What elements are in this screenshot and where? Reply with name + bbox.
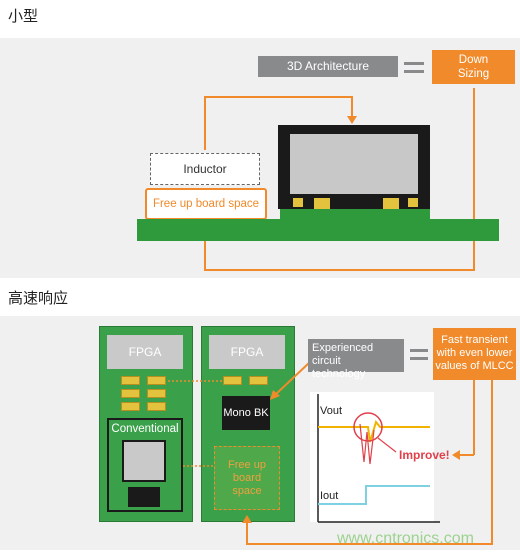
fpga-left: FPGA xyxy=(107,335,183,369)
improve-label: Improve! xyxy=(399,448,450,462)
pcb-strip xyxy=(280,209,430,219)
mono-bk-chip: Mono BK xyxy=(222,396,270,430)
conventional-inductor xyxy=(122,440,166,482)
watermark: www.cntronics.com xyxy=(337,530,474,547)
mlcc-capacitor xyxy=(249,376,268,385)
pcb-board xyxy=(137,219,499,241)
chip-pad xyxy=(408,198,418,207)
waveform-plot xyxy=(317,394,440,523)
experienced-circuit-label: Experienced circuit technology xyxy=(308,339,404,380)
vout-label: Vout xyxy=(320,405,343,417)
down-sizing-label: Down Sizing xyxy=(432,50,515,84)
mlcc-capacitor xyxy=(121,376,140,385)
mlcc-capacitor xyxy=(147,389,166,398)
iout-label: Iout xyxy=(320,490,339,502)
section-title-fast-response: 高速响应 xyxy=(8,289,69,307)
conventional-label: Conventional xyxy=(111,423,179,435)
fast-transient-label: Fast transient with even lower values of… xyxy=(433,328,516,380)
mlcc-capacitor xyxy=(147,402,166,411)
3d-architecture-label: 3D Architecture xyxy=(258,56,398,77)
free-board-space-area: Free up board space xyxy=(214,446,280,510)
conventional-ic xyxy=(128,487,160,507)
chip-pad xyxy=(293,198,303,207)
conventional-outline xyxy=(107,418,183,512)
inductor-box: Inductor xyxy=(150,153,260,185)
mlcc-capacitor xyxy=(223,376,242,385)
section-title-downsizing: 小型 xyxy=(8,7,39,25)
mlcc-capacitor xyxy=(147,376,166,385)
fpga-right: FPGA xyxy=(209,335,285,369)
chip-pad xyxy=(314,198,330,209)
mlcc-capacitor xyxy=(121,389,140,398)
mlcc-capacitor xyxy=(121,402,140,411)
chip-pad xyxy=(383,198,399,209)
chip-die xyxy=(290,134,418,194)
